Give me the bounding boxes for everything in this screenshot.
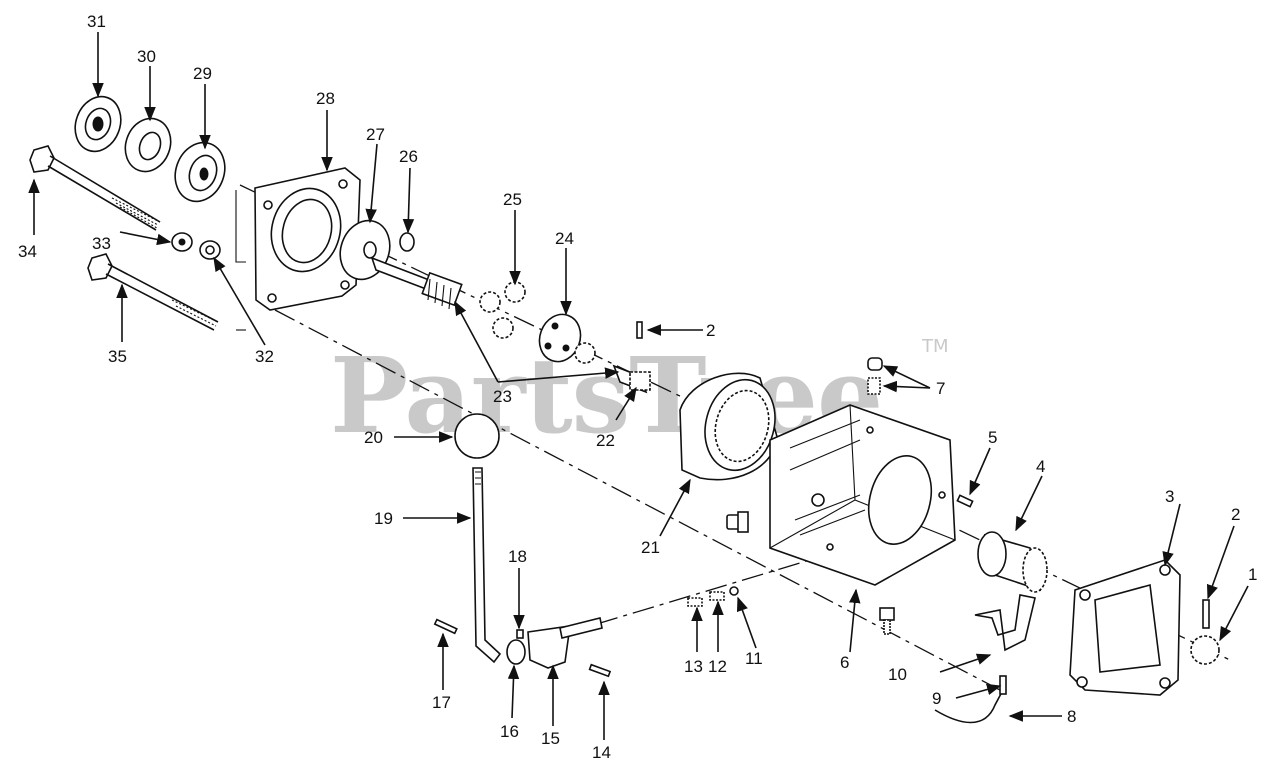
label-23: 23: [493, 387, 512, 406]
label-3: 3: [1165, 487, 1174, 506]
label-24: 24: [555, 229, 574, 248]
label-13: 13: [684, 657, 703, 676]
label-14: 14: [592, 743, 611, 762]
label-8: 8: [1067, 707, 1076, 726]
part-10-shift-bracket: [974, 594, 1036, 652]
part-14-pin: [588, 663, 612, 678]
label-7: 7: [936, 379, 945, 398]
label-10: 10: [888, 665, 907, 684]
label-26: 26: [399, 147, 418, 166]
label-29: 29: [193, 64, 212, 83]
label-32: 32: [255, 347, 274, 366]
label-12: 12: [708, 657, 727, 676]
watermark-trademark: TM: [921, 336, 949, 357]
label-1: 1: [1248, 565, 1257, 584]
label-21: 21: [641, 538, 660, 557]
part-3-gasket: [1069, 559, 1181, 696]
label-4: 4: [1036, 457, 1045, 476]
part-housing-drain-bolt: [879, 607, 895, 635]
label-22: 22: [596, 431, 615, 450]
label-2-upper: 2: [706, 321, 715, 340]
part-15-shift-arm: [527, 617, 603, 669]
label-34: 34: [18, 242, 37, 261]
part-22-sun-gear: [612, 364, 651, 394]
part-13-spring: [687, 597, 703, 607]
part-16-bushing: [506, 639, 526, 665]
part-32-washer: [199, 240, 221, 260]
part-1-pinion-gear: [1190, 635, 1220, 665]
part-25-planet-gears: [479, 281, 526, 339]
part-2-pin-lower: [1202, 599, 1210, 629]
label-33: 33: [92, 234, 111, 253]
label-2-lower: 2: [1231, 505, 1240, 524]
label-11: 11: [745, 649, 763, 668]
label-27: 27: [366, 125, 385, 144]
part-11-detent-ball: [729, 586, 739, 596]
part-27-output-shaft: [339, 219, 463, 310]
part-8-spring-wire: [934, 689, 1004, 724]
part-26-retaining-ring: [399, 232, 415, 252]
part-34-bolt: [29, 145, 161, 231]
label-20: 20: [364, 428, 383, 447]
label-9: 9: [932, 689, 941, 708]
part-21-ring-gear: [679, 372, 779, 481]
callout-labels: 31 30 29 28 27 26 25 24 2 23 22 20 21 19…: [18, 12, 1257, 762]
part-17-pin: [433, 618, 458, 635]
label-5: 5: [988, 428, 997, 447]
part-18-clip: [516, 629, 524, 639]
label-16: 16: [500, 722, 519, 741]
callout-leaders: [28, 32, 1249, 740]
label-17: 17: [432, 693, 451, 712]
part-9-pin: [999, 675, 1007, 695]
part-33-nut: [171, 232, 193, 252]
part-7-vent-fitting: [867, 357, 883, 395]
part-28-cover-plate: [254, 167, 361, 311]
label-35: 35: [108, 347, 127, 366]
label-25: 25: [503, 190, 522, 209]
part-24-planet-carrier: [538, 313, 596, 364]
part-housing-plug: [726, 511, 749, 533]
label-15: 15: [541, 729, 560, 748]
part-5-dowel-pin: [956, 494, 974, 508]
part-30-spacer: [124, 117, 172, 173]
label-6: 6: [840, 653, 849, 672]
part-20-shift-ball: [454, 413, 500, 459]
part-2-pin-upper: [636, 321, 643, 339]
part-19-shift-lever: [472, 467, 502, 664]
part-29-bearing: [174, 141, 226, 203]
label-18: 18: [508, 547, 527, 566]
label-31: 31: [87, 12, 106, 31]
label-28: 28: [316, 89, 335, 108]
label-30: 30: [137, 47, 156, 66]
part-6-transmission-housing: [769, 404, 956, 586]
label-19: 19: [374, 509, 393, 528]
part-31-seal: [74, 95, 122, 153]
part-12-spring: [709, 591, 725, 601]
part-35-bolt: [87, 253, 219, 331]
part-4-coupling: [977, 531, 1048, 593]
